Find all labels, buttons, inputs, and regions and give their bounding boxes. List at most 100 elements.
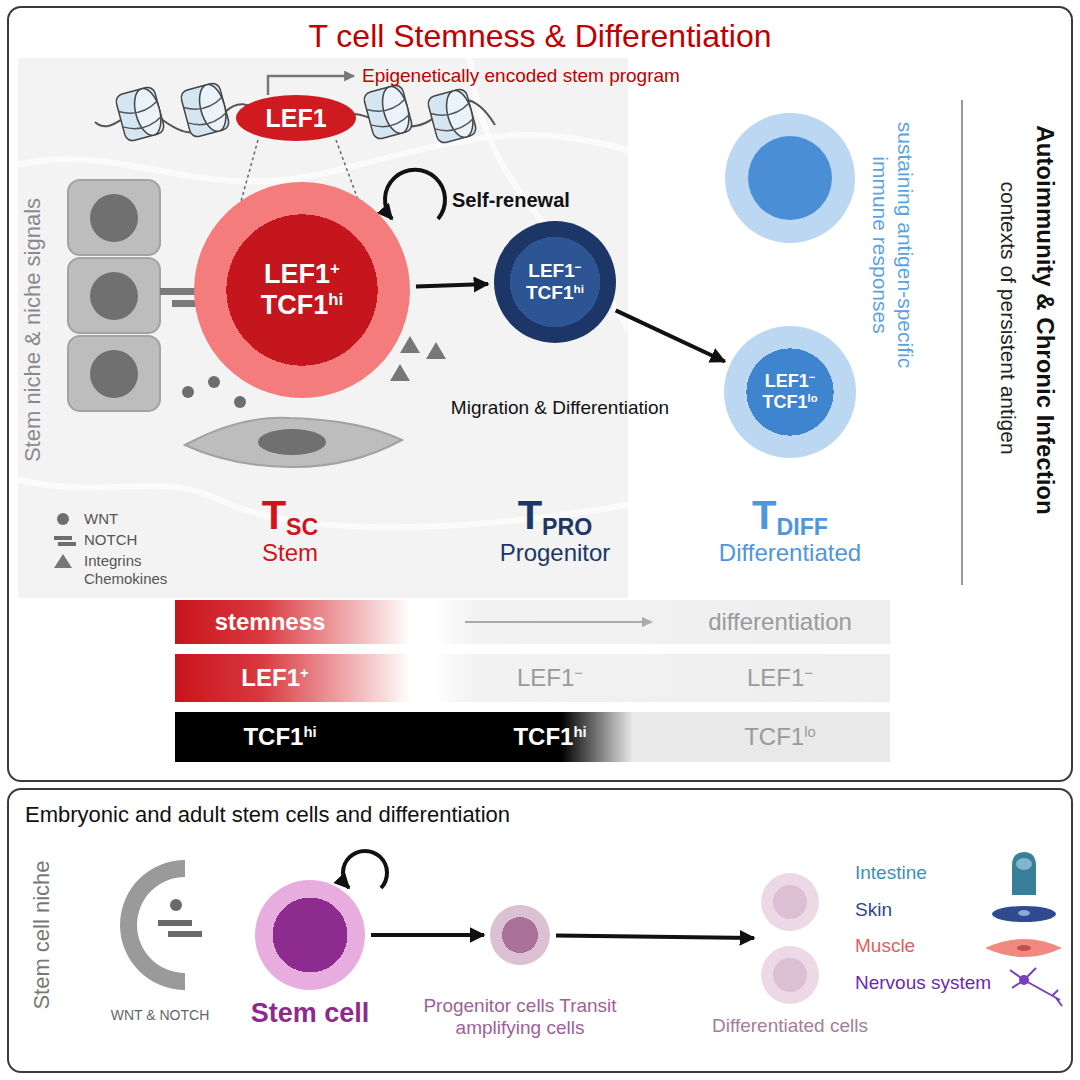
text-part: LEF1 (765, 371, 809, 391)
label-text: Migration & Differentiation (451, 397, 669, 420)
gradient-band: TCF1hiTCF1hiTCF1lo (175, 712, 890, 762)
progenitor-cell: Progenitor cells Transit amplifying cell… (490, 905, 550, 965)
band-text: TCF1hi (243, 723, 316, 751)
node-text: LEF1−TCF1hi (526, 260, 584, 304)
niche-arc (120, 860, 202, 990)
label-text: Stem niche & niche signals (20, 198, 46, 462)
text-part: TCF1hi (513, 723, 586, 750)
stem-cell: Stem cell (255, 880, 365, 990)
label-text: Self-renewal (452, 188, 570, 212)
text-part: LEF1 (264, 259, 330, 289)
label-text: Intestine (855, 862, 927, 885)
superscript: − (804, 665, 813, 681)
wnt-dots (182, 376, 246, 408)
differentiated-cell-plain (725, 113, 855, 243)
label-text: sustaining antigen-specific immune respo… (868, 95, 918, 395)
text-part: LEF1 (517, 664, 574, 691)
text-part: TPRO (518, 493, 593, 537)
transcription-factor: LEF1 (236, 95, 356, 141)
band-text: LEF1− (517, 664, 583, 692)
text-part: TCF1hi (261, 290, 343, 321)
cell-pair (760, 870, 820, 1007)
subscript: DIFF (776, 514, 828, 540)
stem-cell: LEF1+TCF1hi (194, 182, 410, 398)
legend-item: NOTCH (52, 531, 137, 549)
panel-title: Embryonic and adult stem cells and diffe… (25, 802, 510, 827)
label-text: contexts of persistent antigen (995, 181, 1020, 454)
label-text: Stem cell niche (29, 860, 55, 1009)
legend-text: Integrins Chemokines (84, 552, 179, 588)
superscript: − (809, 371, 816, 383)
direction-arrow (175, 600, 890, 644)
text-part: TCF1lo (763, 392, 818, 413)
text-part: TCF1hi (243, 723, 316, 750)
text-part: TCF1 (513, 723, 573, 750)
node-text: LEF1+TCF1hi (261, 259, 343, 321)
label-text: TSC (262, 491, 319, 539)
band-text: LEF1+ (241, 664, 308, 692)
label-text: Progenitor (500, 539, 611, 568)
program-arrow (268, 76, 354, 95)
stromal-cell (185, 418, 402, 467)
band-text: differentiation (708, 608, 852, 636)
subscript: PRO (542, 514, 592, 540)
legend-text: WNT (84, 510, 118, 528)
legend-text: NOTCH (84, 531, 137, 549)
band-text: LEF1− (747, 664, 813, 692)
gradient-band: stemness differentiation (175, 600, 890, 644)
flow-arrow (371, 933, 484, 937)
text-part: TCF1 (243, 723, 303, 750)
flow-arrow (556, 935, 754, 938)
connectors (371, 284, 754, 938)
figure-panel: Embryonic and adult stem cells and diffe… (7, 788, 1073, 1073)
text-part: LEF1+ (241, 664, 308, 691)
text-part: TCF1 (526, 282, 574, 303)
superscript: + (300, 665, 309, 681)
legend-symbol (52, 531, 78, 549)
band-text: TCF1lo (744, 723, 816, 751)
node-text: Progenitor cells Transit amplifying cell… (400, 995, 640, 1039)
text-part: TCF1 (261, 290, 329, 320)
text-part: TCF1 (763, 392, 808, 412)
node-text: LEF1−TCF1lo (763, 371, 818, 412)
text-part: LEF1− (526, 260, 584, 282)
gradient-band: LEF1+LEF1−LEF1− (175, 654, 890, 702)
node-text: Stem cell (210, 998, 410, 1029)
superscript: lo (808, 392, 818, 404)
differentiated-cell: LEF1−TCF1lo (724, 326, 856, 458)
label-text: Skin (855, 899, 892, 922)
chromatin (95, 82, 495, 145)
figure-panel: T cell Stemness & DifferentiationLEF1LEF… (7, 6, 1073, 782)
legend-item: Integrins Chemokines (52, 552, 179, 588)
text-part: TSC (262, 493, 319, 537)
text-part: T (752, 493, 776, 537)
self-renewal-loop (343, 851, 387, 888)
organ-icons (985, 852, 1062, 1006)
node-text: Differentiated cells (680, 1015, 900, 1037)
flow-arrow (616, 310, 725, 361)
label-text: Stem (262, 539, 318, 568)
superscript: hi (303, 724, 316, 740)
text-part: TCF1hi (526, 282, 584, 304)
text-part: TCF1lo (744, 723, 816, 750)
label-text: WNT & NOTCH (111, 1007, 210, 1024)
niche-cells (68, 180, 160, 411)
nucleosome (114, 86, 165, 143)
label-text: TDIFF (752, 491, 828, 539)
label-text: TPRO (518, 491, 593, 539)
band-text: stemness (215, 608, 326, 636)
superscript: hi (574, 282, 584, 295)
tissue-ground (18, 58, 628, 598)
superscript: hi (328, 290, 343, 309)
separator-line (961, 100, 963, 585)
nucleosome (426, 88, 477, 145)
nucleosome (179, 82, 230, 139)
superscript: hi (573, 724, 586, 740)
differentiated-cells: Differentiated cells (760, 870, 820, 1007)
legend-item: WNT (52, 510, 118, 528)
self-renewal-loop (385, 170, 445, 219)
progenitor-cell: LEF1−TCF1hi (494, 221, 616, 343)
leader-lines (240, 140, 360, 205)
node-text: LEF1 (265, 104, 326, 133)
